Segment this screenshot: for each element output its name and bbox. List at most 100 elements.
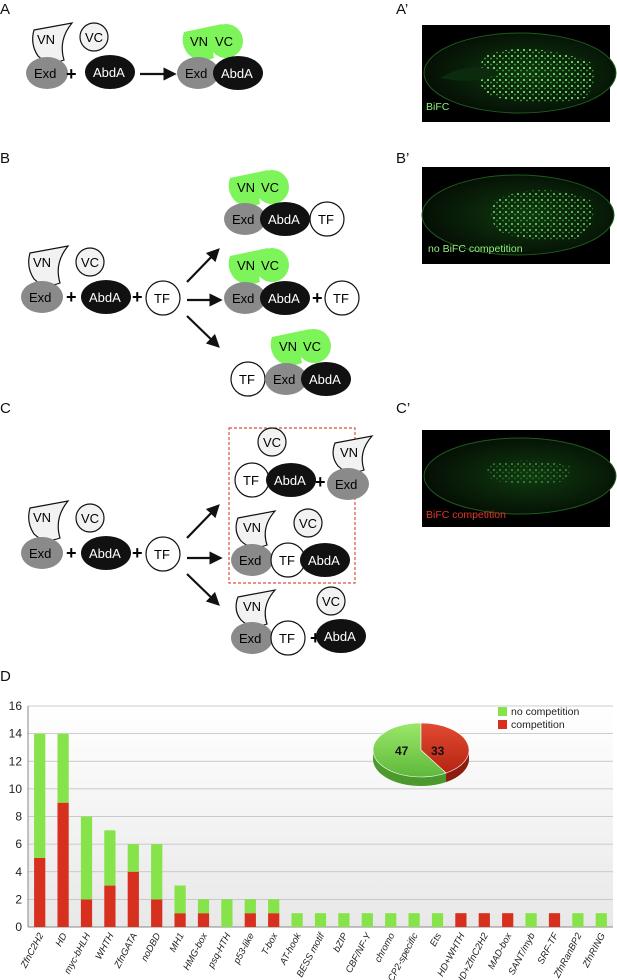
bar-no-competition: [338, 913, 350, 927]
bar-competition: [57, 802, 69, 927]
vn-label: VN: [237, 180, 255, 195]
vc-circle: [75, 247, 105, 277]
image-caption: BiFC: [426, 101, 450, 113]
exd-label: Exd: [29, 546, 51, 561]
legend-label: no competition: [511, 706, 579, 718]
plus-sign: +: [315, 472, 326, 492]
vc-label: VC: [81, 511, 99, 526]
bar-no-competition: [34, 733, 46, 858]
plus-sign: +: [132, 287, 143, 307]
panel-b-diagram: VN Exd + VC AbdA + TF VN VC Exd AbdA TF …: [21, 170, 360, 397]
bar-competition: [104, 885, 116, 927]
pie-slice-no-competition: [372, 722, 447, 778]
tf-label: TF: [154, 291, 170, 306]
image-caption: BiFC competition: [426, 509, 506, 521]
y-tick-label: 16: [9, 699, 23, 713]
y-tick-label: 10: [9, 782, 23, 796]
panel-b-label: B: [0, 150, 10, 167]
vc-label: VC: [261, 180, 279, 195]
bar-no-competition: [361, 913, 373, 927]
abda-oval: [300, 543, 350, 577]
bar-competition: [34, 857, 46, 927]
x-tick-label: SRF-TF: [536, 930, 562, 966]
vn-label: VN: [243, 520, 261, 535]
abda-label: AbdA: [268, 291, 300, 306]
panel-c-prime-label: C’: [396, 400, 410, 417]
arrow-up: [186, 504, 220, 539]
bar-no-competition: [595, 913, 607, 927]
bar-competition: [197, 913, 210, 927]
x-tick-label: WHTH: [93, 931, 116, 961]
abda-label: AbdA: [93, 65, 125, 80]
plus-sign: +: [312, 288, 323, 308]
panel-a-label: A: [0, 1, 10, 18]
exd-label: Exd: [232, 212, 254, 227]
vn-label: VN: [243, 599, 261, 614]
abda-oval: [213, 56, 263, 90]
vn-label: VN: [37, 32, 55, 47]
bar-competition: [80, 899, 93, 927]
exd-oval: [224, 282, 266, 314]
competition-box: [228, 427, 356, 584]
vc-label: VC: [81, 255, 99, 270]
panel-c-diagram: VN Exd + VC AbdA + TF VC TF AbdA + VN Ex…: [21, 427, 374, 656]
vc-label: VC: [303, 339, 321, 354]
vn-label: VN: [190, 34, 208, 49]
tf-label: TF: [154, 547, 170, 562]
y-tick-label: 8: [15, 810, 22, 824]
exd-oval: [21, 281, 63, 313]
exd-label: Exd: [239, 631, 261, 646]
exd-label: Exd: [232, 291, 254, 306]
bar-competition: [455, 913, 467, 927]
abda-label: AbdA: [309, 372, 341, 387]
bar-competition: [502, 913, 514, 927]
vn-label: VN: [33, 255, 51, 270]
tf-label: TF: [279, 553, 295, 568]
bar-no-competition: [104, 830, 116, 886]
bar-no-competition: [151, 844, 163, 900]
tf-label: TF: [333, 291, 349, 306]
bar-competition: [548, 913, 561, 927]
vc-label: VC: [299, 516, 317, 531]
bar-no-competition: [572, 913, 584, 927]
legend-swatch: [498, 707, 507, 716]
bar-no-competition: [525, 913, 537, 927]
vc-circle-fluorescent: [209, 24, 243, 58]
tf-label: TF: [243, 473, 259, 488]
panel-a-prime-label: A’: [396, 1, 408, 18]
vc-circle: [293, 508, 323, 538]
bar-no-competition: [314, 913, 327, 927]
vc-circle-fluorescent: [255, 170, 289, 204]
bar-competition: [244, 913, 256, 927]
plus-sign: +: [66, 64, 77, 84]
abda-oval: [81, 536, 131, 570]
vn-label: VN: [33, 510, 51, 525]
exd-label: Exd: [29, 290, 51, 305]
exd-label: Exd: [273, 372, 295, 387]
plus-sign: +: [66, 543, 77, 563]
exd-label: Exd: [335, 477, 357, 492]
bar-competition: [151, 899, 163, 927]
bar-competition: [127, 871, 139, 927]
panel-c-label: C: [0, 400, 11, 417]
vc-label: VC: [261, 258, 279, 273]
legend-swatch: [498, 720, 507, 729]
exd-oval: [231, 622, 273, 654]
y-tick-label: 14: [9, 727, 23, 741]
vc-label: VC: [263, 435, 281, 450]
y-tick-label: 12: [9, 754, 23, 768]
vc-label: VC: [215, 34, 233, 49]
tf-circle: [324, 280, 360, 316]
bar-no-competition: [174, 885, 186, 914]
exd-oval: [231, 544, 273, 576]
vc-circle-fluorescent: [255, 248, 289, 282]
plus-sign: +: [310, 628, 321, 648]
pie-label-competition: 33: [431, 744, 445, 758]
abda-label: AbdA: [274, 473, 306, 488]
embryo-image-c: BiFC competition: [422, 430, 617, 527]
abda-label: AbdA: [308, 553, 340, 568]
tf-label: TF: [239, 372, 255, 387]
x-tick-label: p53-like: [231, 931, 257, 966]
tf-label: TF: [318, 212, 334, 227]
